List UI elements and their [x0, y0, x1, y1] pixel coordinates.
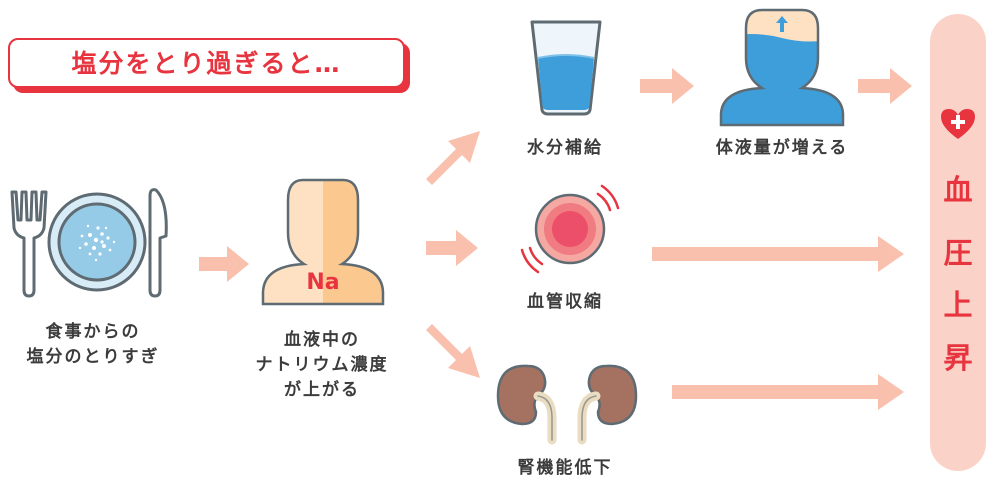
meal-label-line-2: 塩分のとりすぎ [26, 347, 160, 367]
water-glass-icon [530, 20, 602, 116]
arrow-sodium-to-vessel [426, 230, 478, 266]
water-intake-label: 水分補給 [527, 138, 603, 158]
arrow-kidney-to-result [672, 374, 904, 410]
result-char-3: 上 [943, 288, 973, 322]
sodium-label-line-2: ナトリウム濃度 [255, 355, 389, 375]
sodium-label: 血液中の ナトリウム濃度 が上がる [232, 328, 412, 403]
knife-icon [148, 188, 168, 298]
kidney-icon [496, 364, 638, 445]
sodium-label-line-3: が上がる [284, 380, 360, 400]
na-symbol: Na [306, 270, 340, 295]
result-char-1: 血 [943, 173, 973, 207]
arrow-up-icon [776, 16, 788, 32]
meal-label: 食事からの 塩分のとりすぎ [0, 320, 186, 370]
blood-vessel-icon [520, 184, 620, 274]
salty-meal-illustration [10, 188, 168, 298]
sodium-label-line-1: 血液中の [284, 330, 360, 350]
plate-icon [47, 192, 147, 292]
arrow-fluid-to-result [858, 68, 912, 104]
arrow-water-to-fluid [640, 68, 694, 104]
fork-icon [10, 190, 48, 298]
result-char-2: 圧 [943, 236, 973, 270]
fluid-person-illustration [719, 8, 845, 127]
heart-plus-icon [941, 109, 975, 139]
title-box: 塩分をとり過ぎると… [8, 38, 405, 88]
sodium-person-illustration [261, 178, 385, 306]
vasoconstriction-label: 血管収縮 [527, 292, 603, 312]
arrow-sodium-to-kidney [426, 324, 480, 378]
arrow-sodium-to-water [426, 131, 480, 185]
fluid-increase-label: 体液量が増える [715, 138, 849, 158]
kidney-label: 腎機能低下 [517, 458, 613, 478]
meal-label-line-1: 食事からの [45, 322, 141, 342]
result-char-4: 昇 [943, 341, 973, 375]
arrow-vessel-to-result [652, 236, 904, 272]
title-text: 塩分をとり過ぎると… [71, 48, 342, 78]
arrow-meal-to-sodium [199, 246, 249, 282]
blood-pressure-result-bar [930, 14, 986, 471]
